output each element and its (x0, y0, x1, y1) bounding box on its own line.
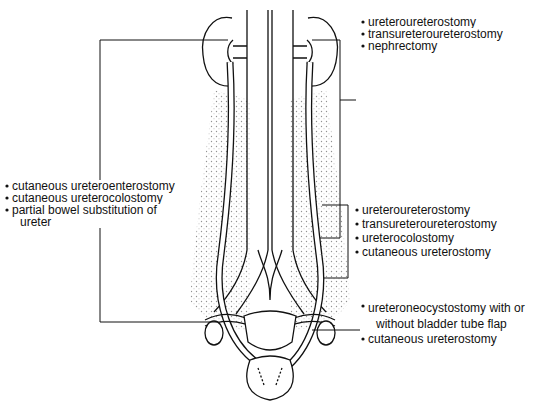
uterus (244, 311, 296, 350)
procedure-label: cutaneous ureteroenterostomy (11, 180, 176, 192)
bullet (355, 250, 358, 253)
procedure-label: cutaneous ureterostomy (361, 246, 492, 258)
procedure-label: ureteroneocystostomy with or without bla… (367, 300, 537, 332)
great-vessel (272, 10, 304, 314)
bullet (355, 208, 358, 211)
procedure-label: transureteroureterostomy (367, 28, 504, 40)
bladder (247, 356, 294, 400)
bracket (312, 40, 340, 238)
leader-line (340, 100, 356, 101)
bladder-detail (258, 368, 282, 385)
procedure-label: transureteroureterostomy (361, 218, 498, 230)
renal-vessel (233, 46, 247, 58)
bullet (361, 304, 364, 307)
bracket (322, 205, 348, 278)
bullet (355, 222, 358, 225)
renal-hilum (307, 40, 312, 64)
bullet (5, 208, 8, 211)
great-vessel (236, 10, 268, 314)
renal-hilum (228, 40, 233, 64)
procedure-label: cutaneous ureterocolostomy (11, 192, 164, 204)
bullet (361, 337, 364, 340)
procedure-label: cutaneous ureterostomy (367, 333, 498, 345)
ovary (317, 321, 335, 345)
procedure-label: partial bowel substitution of ureter (11, 204, 161, 228)
bullet (5, 184, 8, 187)
ovary (205, 321, 223, 345)
bullet (5, 196, 8, 199)
leader-line (312, 330, 360, 331)
procedure-label: ureteroureterostomy (361, 204, 471, 216)
procedure-label: nephrectomy (367, 40, 438, 52)
procedure-label: ureterocolostomy (361, 232, 455, 244)
great-vessel (258, 250, 282, 300)
bullet (361, 44, 364, 47)
bullet (361, 20, 364, 23)
renal-vessel (293, 46, 307, 58)
bullet (361, 32, 364, 35)
bullet (355, 236, 358, 239)
procedure-label: ureteroureterostomy (367, 16, 477, 28)
